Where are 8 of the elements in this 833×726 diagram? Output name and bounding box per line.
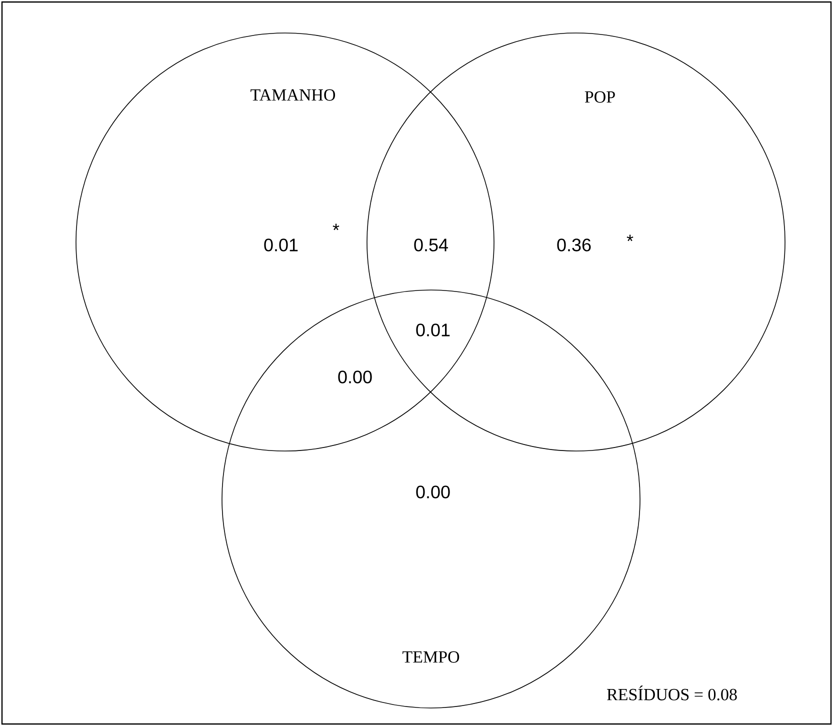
region-value: 0.01 [416, 324, 450, 336]
region-value: 0.54 [414, 238, 448, 252]
region-value: RESÍDUOS = 0.08 [607, 686, 737, 700]
region-value: * [626, 234, 634, 242]
region-value: 0.36 [557, 238, 591, 252]
region-value: 0.01 [264, 238, 298, 252]
region-value: 0.00 [416, 486, 450, 498]
region-value: * [332, 224, 340, 230]
